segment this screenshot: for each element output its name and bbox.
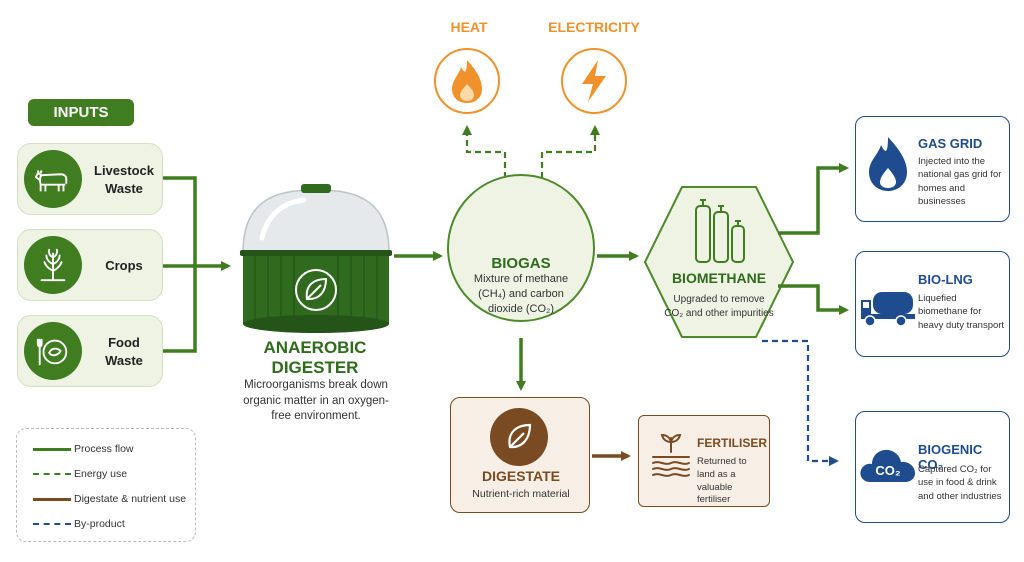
energy-label-heat: HEAT bbox=[450, 19, 488, 35]
biomethane-description: Upgraded to remove CO₂ and other impurit… bbox=[664, 294, 774, 319]
gas-flame-icon bbox=[869, 137, 907, 191]
bio-lng-description: Liquefied biomethane for heavy duty tran… bbox=[918, 293, 1005, 331]
digestate-card: DIGESTATE Nutrient-rich material bbox=[450, 397, 590, 513]
output-card-biogenic-co2: CO₂ BIOGENIC CO₂ Captured CO₂ for use in… bbox=[855, 411, 1010, 523]
digester-description: Microorganisms break down organic matter… bbox=[243, 379, 389, 423]
legend-item-energy-use: Energy use bbox=[17, 466, 197, 482]
legend-swatch-digestate bbox=[33, 498, 71, 501]
plate-icon bbox=[24, 322, 82, 380]
fertiliser-description: Returned to land as a valuable fertilise… bbox=[697, 456, 747, 506]
gas-grid-title: GAS GRID bbox=[918, 136, 983, 151]
legend-item-digestate: Digestate & nutrient use bbox=[17, 491, 197, 507]
input-card-food-waste: Food Waste bbox=[17, 315, 163, 387]
biogenic-co2-description: Captured CO₂ for use in food & drink and… bbox=[918, 464, 1002, 502]
fertiliser-title: FERTILISER bbox=[697, 436, 768, 450]
flame-icon bbox=[452, 60, 482, 103]
digestate-leaf-icon bbox=[490, 408, 548, 466]
wheat-icon bbox=[24, 236, 82, 294]
bio-lng-title: BIO-LNG bbox=[918, 272, 973, 287]
heat-node bbox=[434, 48, 500, 114]
input-card-livestock: Livestock Waste bbox=[17, 143, 163, 215]
digester-leaf-icon bbox=[295, 269, 337, 311]
output-card-bio-lng: BIO-LNG Liquefied biomethane for heavy d… bbox=[855, 251, 1010, 357]
truck-icon bbox=[861, 292, 915, 327]
digester-tank bbox=[240, 184, 392, 333]
biogas-title: BIOGAS bbox=[491, 255, 551, 272]
energy-flow-lines bbox=[462, 125, 600, 178]
biogas-node bbox=[447, 174, 595, 322]
legend-label-by-product: By-product bbox=[74, 518, 125, 530]
cloud-co2-icon: CO₂ bbox=[860, 449, 915, 482]
legend-swatch-by-product bbox=[33, 523, 71, 525]
input-label-crops: Crops bbox=[105, 258, 143, 274]
biogas-description: Mixture of methane (CH₄) and carbon diox… bbox=[473, 273, 569, 315]
fertiliser-card: FERTILISER Returned to land as a valuabl… bbox=[638, 415, 770, 507]
digester-title: ANAEROBIC DIGESTER bbox=[263, 338, 367, 377]
gas-cylinders-icon bbox=[695, 199, 745, 263]
input-label-livestock: Livestock Waste bbox=[94, 163, 154, 196]
biomethane-title: BIOMETHANE bbox=[671, 270, 767, 286]
input-flow-lines bbox=[163, 176, 231, 353]
lightning-icon bbox=[582, 60, 606, 102]
legend-label-process: Process flow bbox=[74, 443, 134, 455]
energy-label-electricity: ELECTRICITY bbox=[548, 19, 640, 35]
co2-byproduct-line bbox=[762, 339, 839, 466]
biomethane-output-lines bbox=[778, 163, 849, 315]
legend-swatch-process bbox=[33, 448, 71, 451]
legend-swatch-energy bbox=[33, 473, 71, 475]
sprout-soil-icon bbox=[652, 433, 690, 477]
cow-icon bbox=[24, 150, 82, 208]
output-card-gas-grid: GAS GRID Injected into the national gas … bbox=[855, 116, 1010, 222]
digestate-description: Nutrient-rich material bbox=[472, 488, 570, 500]
input-label-food-waste: Food Waste bbox=[105, 335, 143, 368]
legend-item-by-product: By-product bbox=[17, 516, 197, 532]
inputs-header: INPUTS bbox=[28, 99, 134, 126]
gas-grid-description: Injected into the national gas grid for … bbox=[918, 156, 1002, 207]
legend: Process flow Energy use Digestate & nutr… bbox=[16, 428, 196, 542]
digestate-title: DIGESTATE bbox=[481, 468, 561, 484]
co2-icon-label: CO₂ bbox=[875, 463, 901, 478]
biogenic-co2-title: BIOGENIC CO₂ bbox=[918, 442, 983, 472]
electricity-node bbox=[561, 48, 627, 114]
legend-label-energy: Energy use bbox=[74, 468, 128, 480]
legend-label-digestate: Digestate & nutrient use bbox=[74, 493, 187, 505]
input-card-crops: Crops bbox=[17, 229, 163, 301]
legend-item-process-flow: Process flow bbox=[17, 441, 197, 457]
